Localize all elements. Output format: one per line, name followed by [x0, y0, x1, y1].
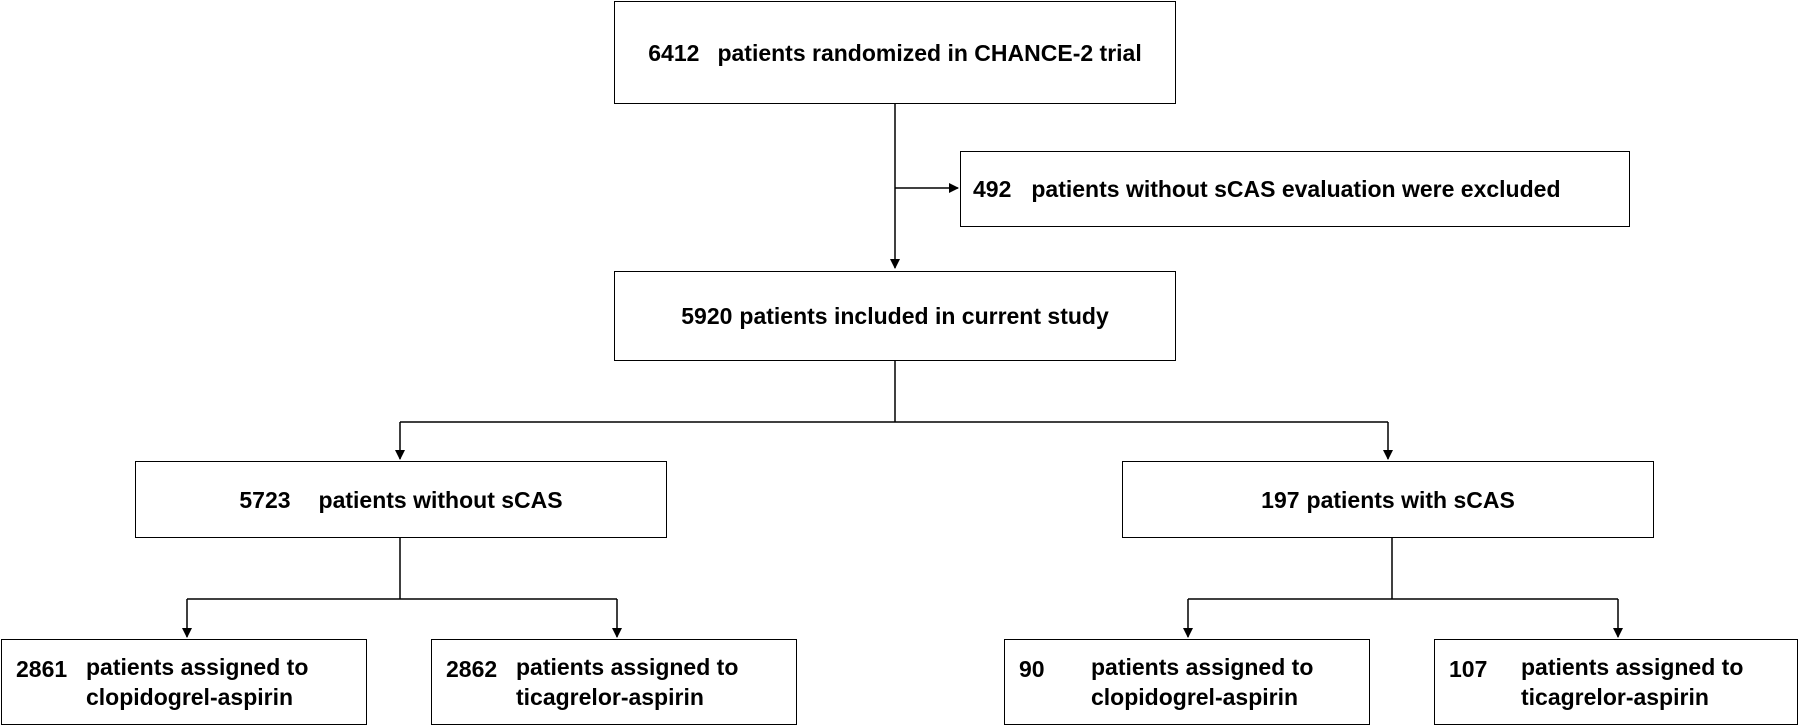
with-scas-count: 197 — [1261, 486, 1300, 513]
no-scas-clopidogrel-line1: patients assigned to — [86, 654, 309, 680]
scas-ticagrelor-line1: patients assigned to — [1521, 654, 1744, 680]
with-scas-label: patients with sCAS — [1306, 486, 1515, 513]
scas-clopidogrel-line1: patients assigned to — [1091, 654, 1314, 680]
without-scas-box: 5723 patients without sCAS — [135, 461, 667, 538]
included-count: 5920 — [681, 303, 733, 329]
excluded-count: 492 — [973, 176, 1012, 202]
scas-clopidogrel-box: 90 patients assigned to clopidogrel-aspi… — [1004, 639, 1370, 725]
no-scas-ticagrelor-line2: ticagrelor-aspirin — [516, 684, 704, 710]
randomized-label: patients randomized in CHANCE-2 trial — [717, 39, 1142, 66]
scas-clopidogrel-line2: clopidogrel-aspirin — [1091, 684, 1299, 710]
no-scas-clopidogrel-count: 2861 — [16, 656, 68, 682]
with-scas-box: 197 patients with sCAS — [1122, 461, 1654, 538]
excluded-box: 492 patients without sCAS evaluation wer… — [960, 151, 1630, 227]
no-scas-ticagrelor-count: 2862 — [446, 656, 498, 682]
no-scas-ticagrelor-box: 2862 patients assigned to ticagrelor-asp… — [431, 639, 797, 725]
scas-clopidogrel-count: 90 — [1019, 656, 1045, 682]
scas-ticagrelor-box: 107 patients assigned to ticagrelor-aspi… — [1434, 639, 1798, 725]
no-scas-clopidogrel-line2: clopidogrel-aspirin — [86, 684, 294, 710]
no-scas-clopidogrel-label: patients assigned to clopidogrel-aspirin — [86, 652, 308, 712]
scas-ticagrelor-label: patients assigned to ticagrelor-aspirin — [1521, 652, 1743, 712]
included-box: 5920 patients included in current study — [614, 271, 1176, 361]
randomized-count: 6412 — [648, 39, 700, 66]
scas-ticagrelor-count: 107 — [1449, 656, 1488, 682]
excluded-label: patients without sCAS evaluation were ex… — [1031, 176, 1561, 202]
included-label: patients included in current study — [739, 303, 1109, 329]
randomized-box: 6412 patients randomized in CHANCE-2 tri… — [614, 1, 1176, 104]
no-scas-ticagrelor-label: patients assigned to ticagrelor-aspirin — [516, 652, 738, 712]
without-scas-label: patients without sCAS — [318, 486, 563, 513]
scas-clopidogrel-label: patients assigned to clopidogrel-aspirin — [1091, 652, 1313, 712]
without-scas-count: 5723 — [239, 486, 291, 513]
no-scas-ticagrelor-line1: patients assigned to — [516, 654, 739, 680]
scas-ticagrelor-line2: ticagrelor-aspirin — [1521, 684, 1709, 710]
no-scas-clopidogrel-box: 2861 patients assigned to clopidogrel-as… — [1, 639, 367, 725]
